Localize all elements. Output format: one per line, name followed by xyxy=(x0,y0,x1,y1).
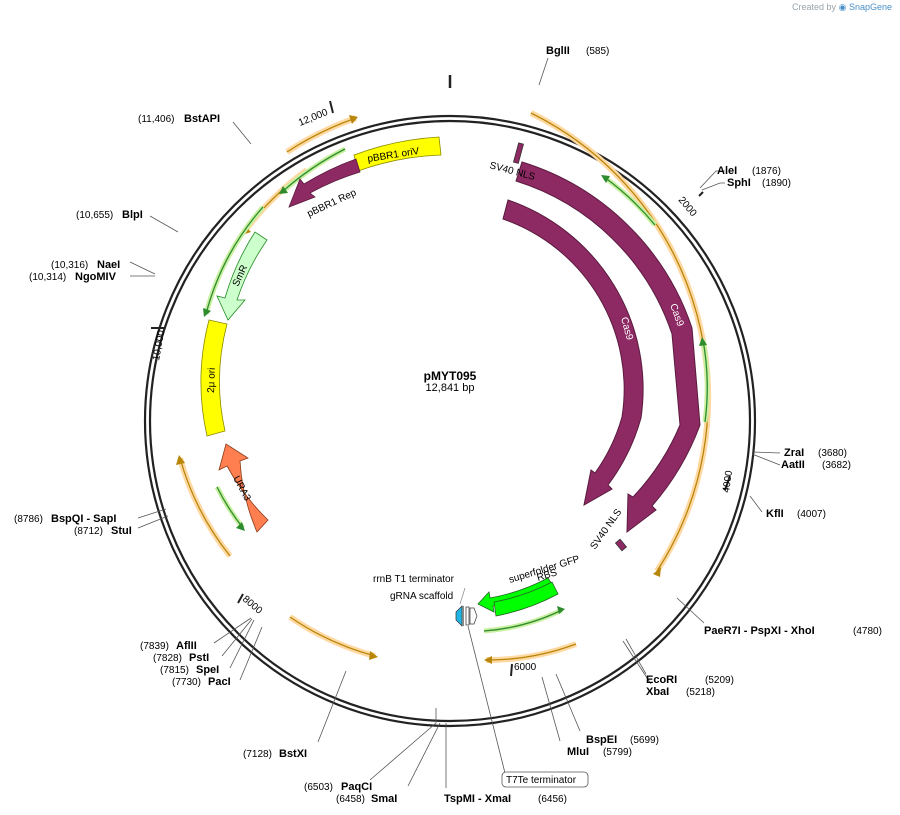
t7te-label: T7Te terminator xyxy=(506,775,577,786)
site-name[interactable]: PaqCI xyxy=(341,781,372,793)
tick-label: 4000 xyxy=(721,469,735,493)
site-position: (5209) xyxy=(705,675,734,686)
site-position: (7730) xyxy=(172,677,201,688)
tick-label: 6000 xyxy=(514,662,537,673)
smr-feature[interactable] xyxy=(216,231,268,321)
snapgene-credit: Created by ◉ SnapGene xyxy=(792,2,892,13)
site-name[interactable]: SphI xyxy=(727,177,751,189)
site-name[interactable]: NgoMIV xyxy=(75,271,117,283)
site-position: (3680) xyxy=(818,448,847,459)
site-position: (4007) xyxy=(797,509,826,520)
site-name[interactable]: TspMI - XmaI xyxy=(444,793,511,805)
site-position: (10,314) xyxy=(29,272,66,283)
site-name[interactable]: KflI xyxy=(766,508,784,520)
site-name[interactable]: BlpI xyxy=(122,209,143,221)
terminator-glyphs xyxy=(455,605,478,627)
pbbr1-rep-label: pBBR1 Rep xyxy=(306,187,359,219)
grna-scaffold-glyph[interactable] xyxy=(455,605,463,627)
tick-label: 8000 xyxy=(240,594,264,617)
site-position: (7128) xyxy=(243,749,272,760)
site-name[interactable]: XbaI xyxy=(646,686,669,698)
ura3-label: URA3 xyxy=(230,474,252,503)
cas9-outer-feature[interactable] xyxy=(515,161,701,534)
site-name[interactable]: MluI xyxy=(567,746,589,758)
site-position: (7828) xyxy=(153,653,182,664)
site-position: (7839) xyxy=(140,641,169,652)
site-name[interactable]: BspEI xyxy=(586,734,617,746)
tick-label: 12,000 xyxy=(297,107,330,129)
site-name[interactable]: SpeI xyxy=(196,664,219,676)
site-name[interactable]: EcoRI xyxy=(646,674,677,686)
pbbr1-rep-feature[interactable] xyxy=(288,158,361,208)
two-micron-ori-label: 2μ ori xyxy=(206,368,218,394)
site-position: (5218) xyxy=(686,687,715,698)
sv40-nls-top-label: SV40 NLS xyxy=(488,160,536,183)
rrnb-t1-glyph[interactable] xyxy=(469,607,478,625)
site-name[interactable]: BglII xyxy=(546,45,570,57)
site-position: (10,316) xyxy=(51,260,88,271)
credit-brand: SnapGene xyxy=(848,2,892,12)
site-position: (1890) xyxy=(762,178,791,189)
sv40-nls-bottom-marker[interactable] xyxy=(614,538,628,552)
site-name[interactable]: BstAPI xyxy=(184,113,220,125)
site-name[interactable]: AleI xyxy=(717,165,737,177)
site-name[interactable]: PacI xyxy=(208,676,231,688)
site-name[interactable]: StuI xyxy=(111,525,132,537)
site-position: (585) xyxy=(586,46,609,57)
site-name[interactable]: SmaI xyxy=(371,793,397,805)
grna-scaffold-label: gRNA scaffold xyxy=(390,591,453,602)
site-name[interactable]: AatII xyxy=(781,459,805,471)
site-position: (6503) xyxy=(304,782,333,793)
cas9-inner-feature[interactable] xyxy=(502,199,644,506)
site-position: (5699) xyxy=(630,735,659,746)
pbbr1-oriv-feature[interactable] xyxy=(353,136,442,172)
site-position: (10,655) xyxy=(76,210,113,221)
site-position: (3682) xyxy=(822,460,851,471)
tick-label: 2000 xyxy=(676,195,699,219)
site-leader-lines xyxy=(129,57,781,788)
site-position: (6458) xyxy=(336,794,365,805)
site-position: (8786) xyxy=(14,514,43,525)
backbone-outer xyxy=(143,114,757,728)
two-micron-ori-feature[interactable] xyxy=(200,319,228,437)
site-position: (11,406) xyxy=(138,114,175,125)
snapgene-logo-icon: ◉ xyxy=(838,2,847,12)
site-name[interactable]: BstXI xyxy=(279,748,307,760)
smr-label: SmR xyxy=(231,263,250,288)
site-position: (4780) xyxy=(853,626,882,637)
site-name[interactable]: BspQI - SapI xyxy=(51,513,116,525)
site-position: (6456) xyxy=(538,794,567,805)
site-name[interactable]: PaeR7I - PspXI - XhoI xyxy=(704,625,815,637)
site-name[interactable]: ZraI xyxy=(784,447,804,459)
backbone-inner xyxy=(148,119,752,723)
rrnb-t1-label: rrnB T1 terminator xyxy=(373,574,455,585)
t7te-terminator-callout[interactable]: T7Te terminator xyxy=(501,771,589,788)
site-name[interactable]: AflII xyxy=(176,640,197,652)
plasmid-size: 12,841 bp xyxy=(425,382,475,394)
restriction-sites: BglII (585) AleI (1876) SphI (1890) ZraI… xyxy=(14,45,882,805)
credit-prefix: Created by xyxy=(792,2,837,12)
sv40-nls-top-marker[interactable] xyxy=(512,142,524,164)
green-primer-arrows xyxy=(203,146,710,634)
site-position: (1876) xyxy=(752,166,781,177)
site-position: (7815) xyxy=(160,665,189,676)
site-position: (8712) xyxy=(74,526,103,537)
site-name[interactable]: NaeI xyxy=(97,259,120,271)
tick-label: 10,000 xyxy=(151,329,167,361)
plasmid-name: pMYT095 xyxy=(423,369,477,383)
site-position: (5799) xyxy=(603,747,632,758)
site-name[interactable]: PstI xyxy=(189,652,209,664)
ura3-feature[interactable] xyxy=(218,443,269,533)
